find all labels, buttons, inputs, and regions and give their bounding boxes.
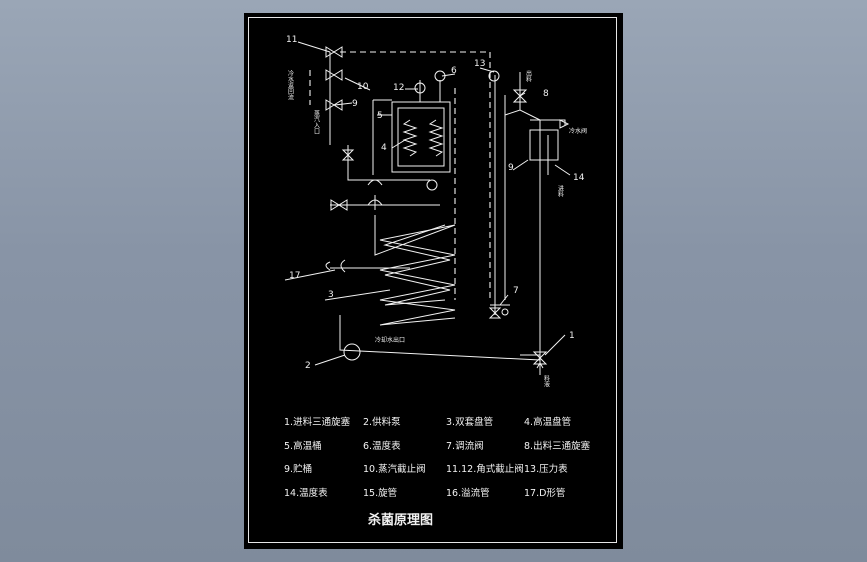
d-tube-17	[325, 259, 410, 273]
callout-11: 10	[357, 82, 369, 92]
callout-16: 14	[573, 173, 585, 183]
callout-14: 13	[474, 59, 485, 69]
valve-11-icon	[325, 69, 343, 81]
thermometer-bottom	[426, 179, 438, 191]
label-cold-water-valve: 冷水阀	[569, 127, 587, 135]
callout-6: 6	[451, 66, 457, 76]
legend-item: 14.温度表	[284, 487, 328, 499]
callout-10: 9	[352, 99, 358, 109]
legend-item: 9.贮桶	[284, 463, 312, 475]
left-pipe	[329, 52, 440, 210]
callout-2: 2	[305, 361, 311, 371]
label-feed-bottom: 料液	[543, 374, 550, 388]
drawing-title: 杀菌原理图	[368, 512, 433, 528]
valve-7-handle	[501, 308, 509, 316]
callout-17: 17	[289, 271, 300, 281]
crossover-humps	[367, 179, 383, 206]
valve-7-icon	[488, 307, 502, 319]
legend-item: 1.进料三通旋塞	[284, 416, 351, 428]
legend-item: 16.溢流管	[446, 487, 490, 499]
legend-item: 8.出料三通旋塞	[524, 440, 591, 452]
valve-1-icon	[532, 351, 548, 365]
zigzag-coil-3	[383, 224, 451, 306]
pressure-gauge-13	[414, 82, 426, 94]
callout-8: 8	[543, 89, 549, 99]
legend-item: 3.双套盘管	[446, 416, 493, 428]
label-feed-right: 进料	[557, 184, 564, 198]
legend-item: 2.供料泵	[363, 416, 401, 428]
callout-5: 5	[377, 111, 383, 121]
legend-item: 7.调流阀	[446, 440, 484, 452]
label-cooling-water-reflux: 冷水返回流	[287, 69, 294, 101]
legend-item: 4.高温盘管	[524, 416, 571, 428]
callout-1: 1	[569, 331, 575, 341]
legend-item: 5.高温桶	[284, 440, 322, 452]
legend-item: 15.旋管	[363, 487, 397, 499]
legend-item: 11.12.角式截止阀	[446, 463, 524, 475]
callout-4: 4	[381, 143, 387, 153]
callout-12: 11	[286, 35, 297, 45]
leader-lines	[284, 41, 571, 366]
storage-tank-9	[529, 129, 559, 161]
callout-9: 9	[508, 163, 514, 173]
valve-12-icon	[325, 46, 343, 58]
label-steam-inlet: 蒸汽入口	[313, 109, 320, 135]
callout-3: 3	[328, 290, 334, 300]
coil-4	[402, 119, 444, 157]
legend-item: 6.温度表	[363, 440, 401, 452]
valve-left-icon	[341, 149, 355, 161]
callout-13: 12	[393, 83, 404, 93]
zigzag-coil-15	[374, 215, 456, 326]
dashed-control-line	[309, 51, 491, 300]
valve-bottom-left-icon	[330, 199, 348, 211]
tank-5	[391, 101, 451, 173]
legend-item: 17.D形管	[524, 487, 565, 499]
thermometer-14	[488, 70, 500, 82]
valve-8-icon	[512, 89, 528, 103]
label-cooling-water-outlet: 冷却水出口	[375, 336, 405, 344]
legend-item: 13.压力表	[524, 463, 568, 475]
valve-10-icon	[325, 99, 343, 111]
label-outlet-material: 出料	[525, 69, 532, 83]
cold-water-valve-icon	[559, 119, 570, 129]
legend-item: 10.蒸汽截止阀	[363, 463, 426, 475]
arrow-up-icon	[536, 362, 544, 375]
tank-piping	[372, 80, 441, 175]
callout-7: 7	[513, 286, 519, 296]
tank-5-inner	[397, 107, 445, 167]
pump-2	[343, 343, 361, 361]
